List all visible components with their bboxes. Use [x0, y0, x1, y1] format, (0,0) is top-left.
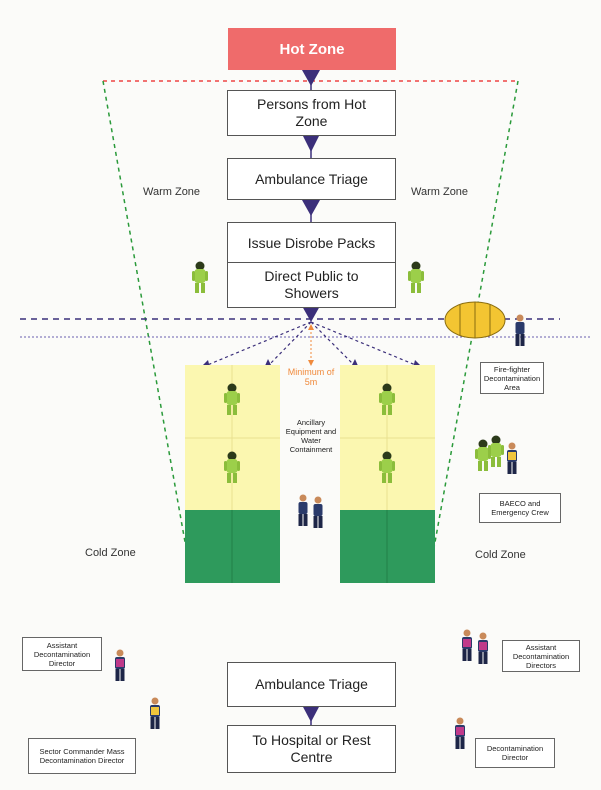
hot-zone-box: Hot Zone	[228, 28, 396, 70]
chemical-suit-icon	[488, 435, 504, 467]
ancillary-label: Ancillary Equipment and Water Containmen…	[285, 418, 337, 454]
cold-zone-right-label: Cold Zone	[475, 549, 526, 561]
arrow-icon	[302, 306, 320, 322]
person-icon	[455, 717, 465, 749]
chemical-suit-icon	[408, 261, 424, 293]
assistant-left-note: Assistant Decontamination Director	[22, 637, 102, 671]
assistant-right-note: Assistant Decontamination Directors	[502, 640, 580, 672]
chemical-suit-icon	[192, 261, 208, 293]
hospital-box: To Hospital or Rest Centre	[227, 725, 396, 773]
assistant-left-label: Assistant Decontamination Director	[33, 640, 91, 668]
minimum-label: Minimum of 5m	[287, 367, 335, 387]
arrow-icon	[302, 200, 320, 216]
decon-tent-icon	[340, 365, 435, 583]
persons-box: Persons from Hot Zone	[227, 90, 396, 136]
decon-tent-icon	[444, 301, 506, 339]
arrow-icon	[302, 705, 320, 722]
triage-top-box: Ambulance Triage	[227, 158, 396, 200]
triage-bottom-label: Ambulance Triage	[255, 676, 368, 692]
person-icon	[313, 496, 323, 528]
arrow-icon	[302, 70, 320, 86]
hospital-label: To Hospital or Rest Centre	[252, 732, 371, 765]
decon-director-label: Decontamination Director	[486, 744, 544, 762]
decon-tent-icon	[185, 365, 280, 583]
baeco-note: BAECO and Emergency Crew	[479, 493, 561, 523]
decon-director-note: Decontamination Director	[475, 738, 555, 768]
person-icon	[478, 632, 488, 664]
disrobe-box: Issue Disrobe Packs	[227, 222, 396, 264]
hot-zone-label: Hot Zone	[279, 40, 345, 58]
firefighter-note: Fire-fighter Decontamination Area	[480, 362, 544, 394]
person-icon	[298, 494, 308, 526]
person-icon	[150, 697, 160, 729]
firefighter-label: Fire-fighter Decontamination Area	[483, 364, 541, 392]
triage-bottom-box: Ambulance Triage	[227, 662, 396, 707]
disrobe-label: Issue Disrobe Packs	[247, 234, 376, 251]
warm-zone-right-label: Warm Zone	[411, 186, 469, 198]
person-icon	[507, 442, 517, 474]
triage-top-label: Ambulance Triage	[255, 170, 368, 187]
sector-note: Sector Commander Mass Decontamination Di…	[28, 738, 136, 774]
sector-label: Sector Commander Mass Decontamination Di…	[39, 747, 125, 765]
person-icon	[515, 314, 525, 346]
person-icon	[462, 629, 472, 661]
arrow-icon	[302, 134, 320, 152]
baeco-label: BAECO and Emergency Crew	[491, 499, 549, 517]
cold-zone-left-label: Cold Zone	[85, 547, 136, 559]
person-icon	[115, 649, 125, 681]
chemical-suit-icon	[475, 439, 491, 471]
warm-zone-left-label: Warm Zone	[143, 186, 201, 198]
direct-box: Direct Public to Showers	[227, 262, 396, 308]
assistant-right-label: Assistant Decontamination Directors	[512, 642, 570, 670]
direct-label: Direct Public to Showers	[264, 268, 359, 301]
persons-label: Persons from Hot Zone	[257, 96, 366, 129]
